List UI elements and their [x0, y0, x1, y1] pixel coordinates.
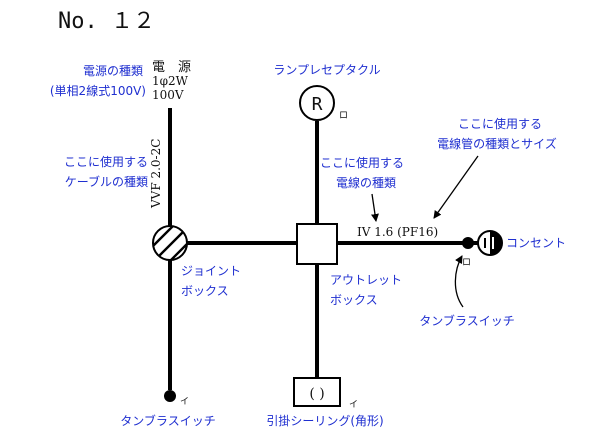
outlet-box-symbol	[296, 223, 338, 265]
lamp-receptacle-symbol: R	[299, 85, 335, 121]
diagram-title: No. １２	[58, 9, 155, 34]
ceiling-rosette-mark: ( )	[309, 386, 324, 402]
ceiling-sub-label: イ	[349, 400, 358, 410]
switch-pointer-arrow	[454, 255, 464, 308]
cable-question-line2: ケーブルの種類	[65, 174, 148, 189]
wire-arrow	[371, 193, 379, 222]
power-voltage-label: 100V	[152, 88, 184, 102]
conduit-question-line1: ここに使用する	[458, 116, 542, 131]
power-phase-label: 1φ2W	[152, 74, 189, 88]
wire-question-line1: ここに使用する	[320, 155, 404, 170]
ceiling-rosette-label: 引掛シーリング(角形)	[266, 413, 383, 428]
outlet-box-label-line2: ボックス	[330, 293, 378, 307]
tumbler-switch-right-label: タンブラスイッチ	[419, 313, 514, 328]
power-kind-label: 電源の種類	[83, 64, 143, 78]
lamp-receptacle-label: ランプレセプタクル	[273, 63, 380, 77]
cable-question-line1: ここに使用する	[64, 154, 148, 169]
tumbler-switch-i-symbol	[164, 390, 176, 402]
power-kind-detail: (単相2線式100V)	[50, 83, 146, 98]
conduit-arrow	[433, 155, 479, 219]
tumbler-switch-bottom-label: タンブラスイッチ	[120, 413, 215, 428]
outlet-box-label-line1: アウトレット	[330, 273, 402, 287]
joint-box-label-line2: ボックス	[181, 284, 229, 298]
wire-question-line2: 電線の種類	[336, 175, 396, 190]
outlet-socket-symbol	[477, 230, 503, 256]
switch-ro-sub-label: ロ	[462, 258, 471, 268]
tumbler-switch-ro-symbol	[462, 237, 474, 249]
wire-spec-label: IV 1.6 (PF16)	[357, 225, 438, 239]
cable-type-label: VVF 2.0-2C	[149, 139, 163, 209]
switch-i-sub-label: イ	[180, 397, 189, 407]
ceiling-rosette-symbol	[293, 377, 341, 407]
outlet-label: コンセント	[506, 236, 566, 250]
receptacle-sub-label: ロ	[339, 111, 348, 121]
power-source-label: 電 源	[152, 60, 191, 75]
svg-text:R: R	[312, 94, 323, 115]
joint-box-label-line1: ジョイント	[181, 264, 241, 278]
conduit-question-line2: 電線管の種類とサイズ	[437, 136, 557, 151]
